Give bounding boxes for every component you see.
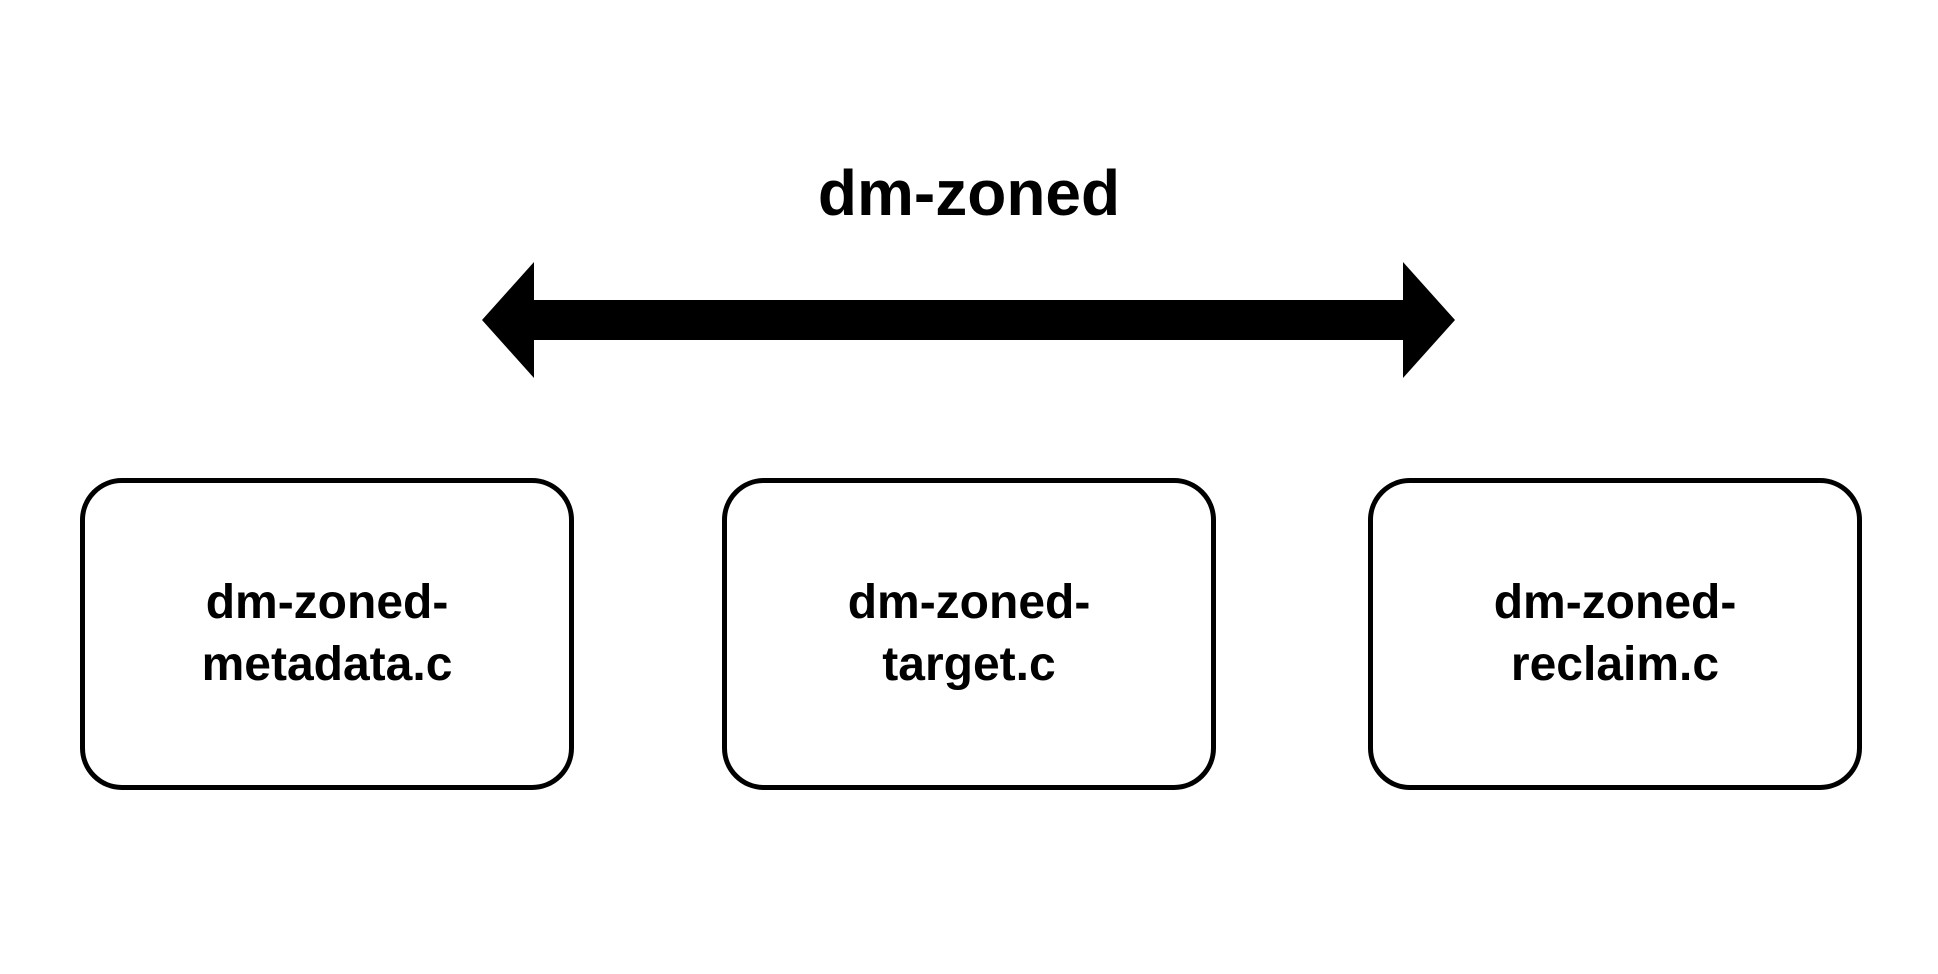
diagram-title: dm-zoned [817, 157, 1121, 229]
node-dm-zoned-target: dm-zoned- target.c [722, 478, 1216, 790]
node-label-target: dm-zoned- target.c [847, 575, 1091, 691]
node-dm-zoned-metadata: dm-zoned- metadata.c [80, 478, 574, 790]
double-arrow-icon [482, 262, 1455, 378]
node-label-reclaim: dm-zoned- reclaim.c [1493, 575, 1737, 691]
node-label-metadata: dm-zoned- metadata.c [201, 575, 453, 691]
node-dm-zoned-reclaim: dm-zoned- reclaim.c [1368, 478, 1862, 790]
